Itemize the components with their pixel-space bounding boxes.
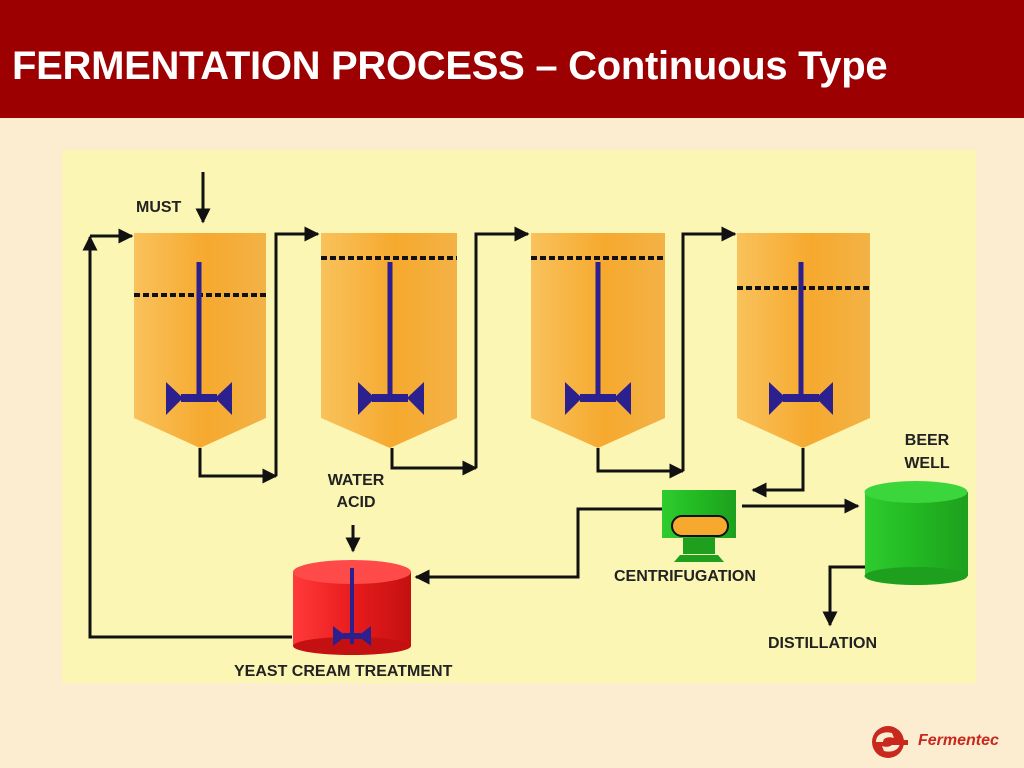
agitator-4 bbox=[769, 262, 833, 415]
agitator-5 bbox=[333, 568, 371, 646]
pipe-to-distillation bbox=[822, 565, 868, 627]
label-beer: BEER bbox=[904, 432, 950, 449]
fermentec-logo-icon bbox=[872, 726, 908, 758]
fermenter-3 bbox=[531, 233, 665, 448]
pipes bbox=[82, 172, 868, 639]
pipe-f4-in bbox=[681, 226, 737, 471]
process-diagram bbox=[82, 172, 968, 655]
agitator-1 bbox=[166, 262, 232, 415]
title-bar bbox=[0, 0, 1024, 118]
label-must: MUST bbox=[136, 199, 182, 216]
label-centrifugation: CENTRIFUGATION bbox=[614, 568, 756, 585]
label-acid: ACID bbox=[336, 494, 376, 511]
label-yeast-cream-treatment: YEAST CREAM TREATMENT bbox=[234, 663, 453, 680]
label-well: WELL bbox=[904, 455, 950, 472]
fermenter-1 bbox=[134, 233, 266, 448]
pipe-f3-in bbox=[474, 226, 530, 468]
fermenter-2 bbox=[321, 233, 457, 448]
agitator-3 bbox=[565, 262, 631, 415]
pipe-to-yeast-treatment bbox=[414, 507, 662, 585]
agitator-2 bbox=[358, 262, 424, 415]
recycle-pipe bbox=[82, 235, 292, 639]
page-title: FERMENTATION PROCESS – Continuous Type bbox=[12, 44, 888, 88]
centrifuge bbox=[662, 490, 736, 562]
diagram-panel: MUST WATER ACID BEER WELL CENTRIFUGATION… bbox=[62, 150, 976, 683]
label-water: WATER bbox=[327, 472, 385, 489]
beer-well-tank bbox=[864, 481, 968, 585]
fermenter-4 bbox=[737, 233, 870, 448]
pipe-f3-out bbox=[596, 448, 685, 479]
pipe-f2-in bbox=[274, 226, 320, 476]
yeast-treatment-tank bbox=[293, 560, 411, 655]
pipe-f1-out bbox=[198, 448, 278, 484]
pipe-f4-to-centrifuge bbox=[751, 448, 805, 498]
brand-name: Fermentec bbox=[918, 732, 999, 749]
label-distillation: DISTILLATION bbox=[768, 635, 878, 652]
pipe-f2-out bbox=[390, 448, 478, 476]
